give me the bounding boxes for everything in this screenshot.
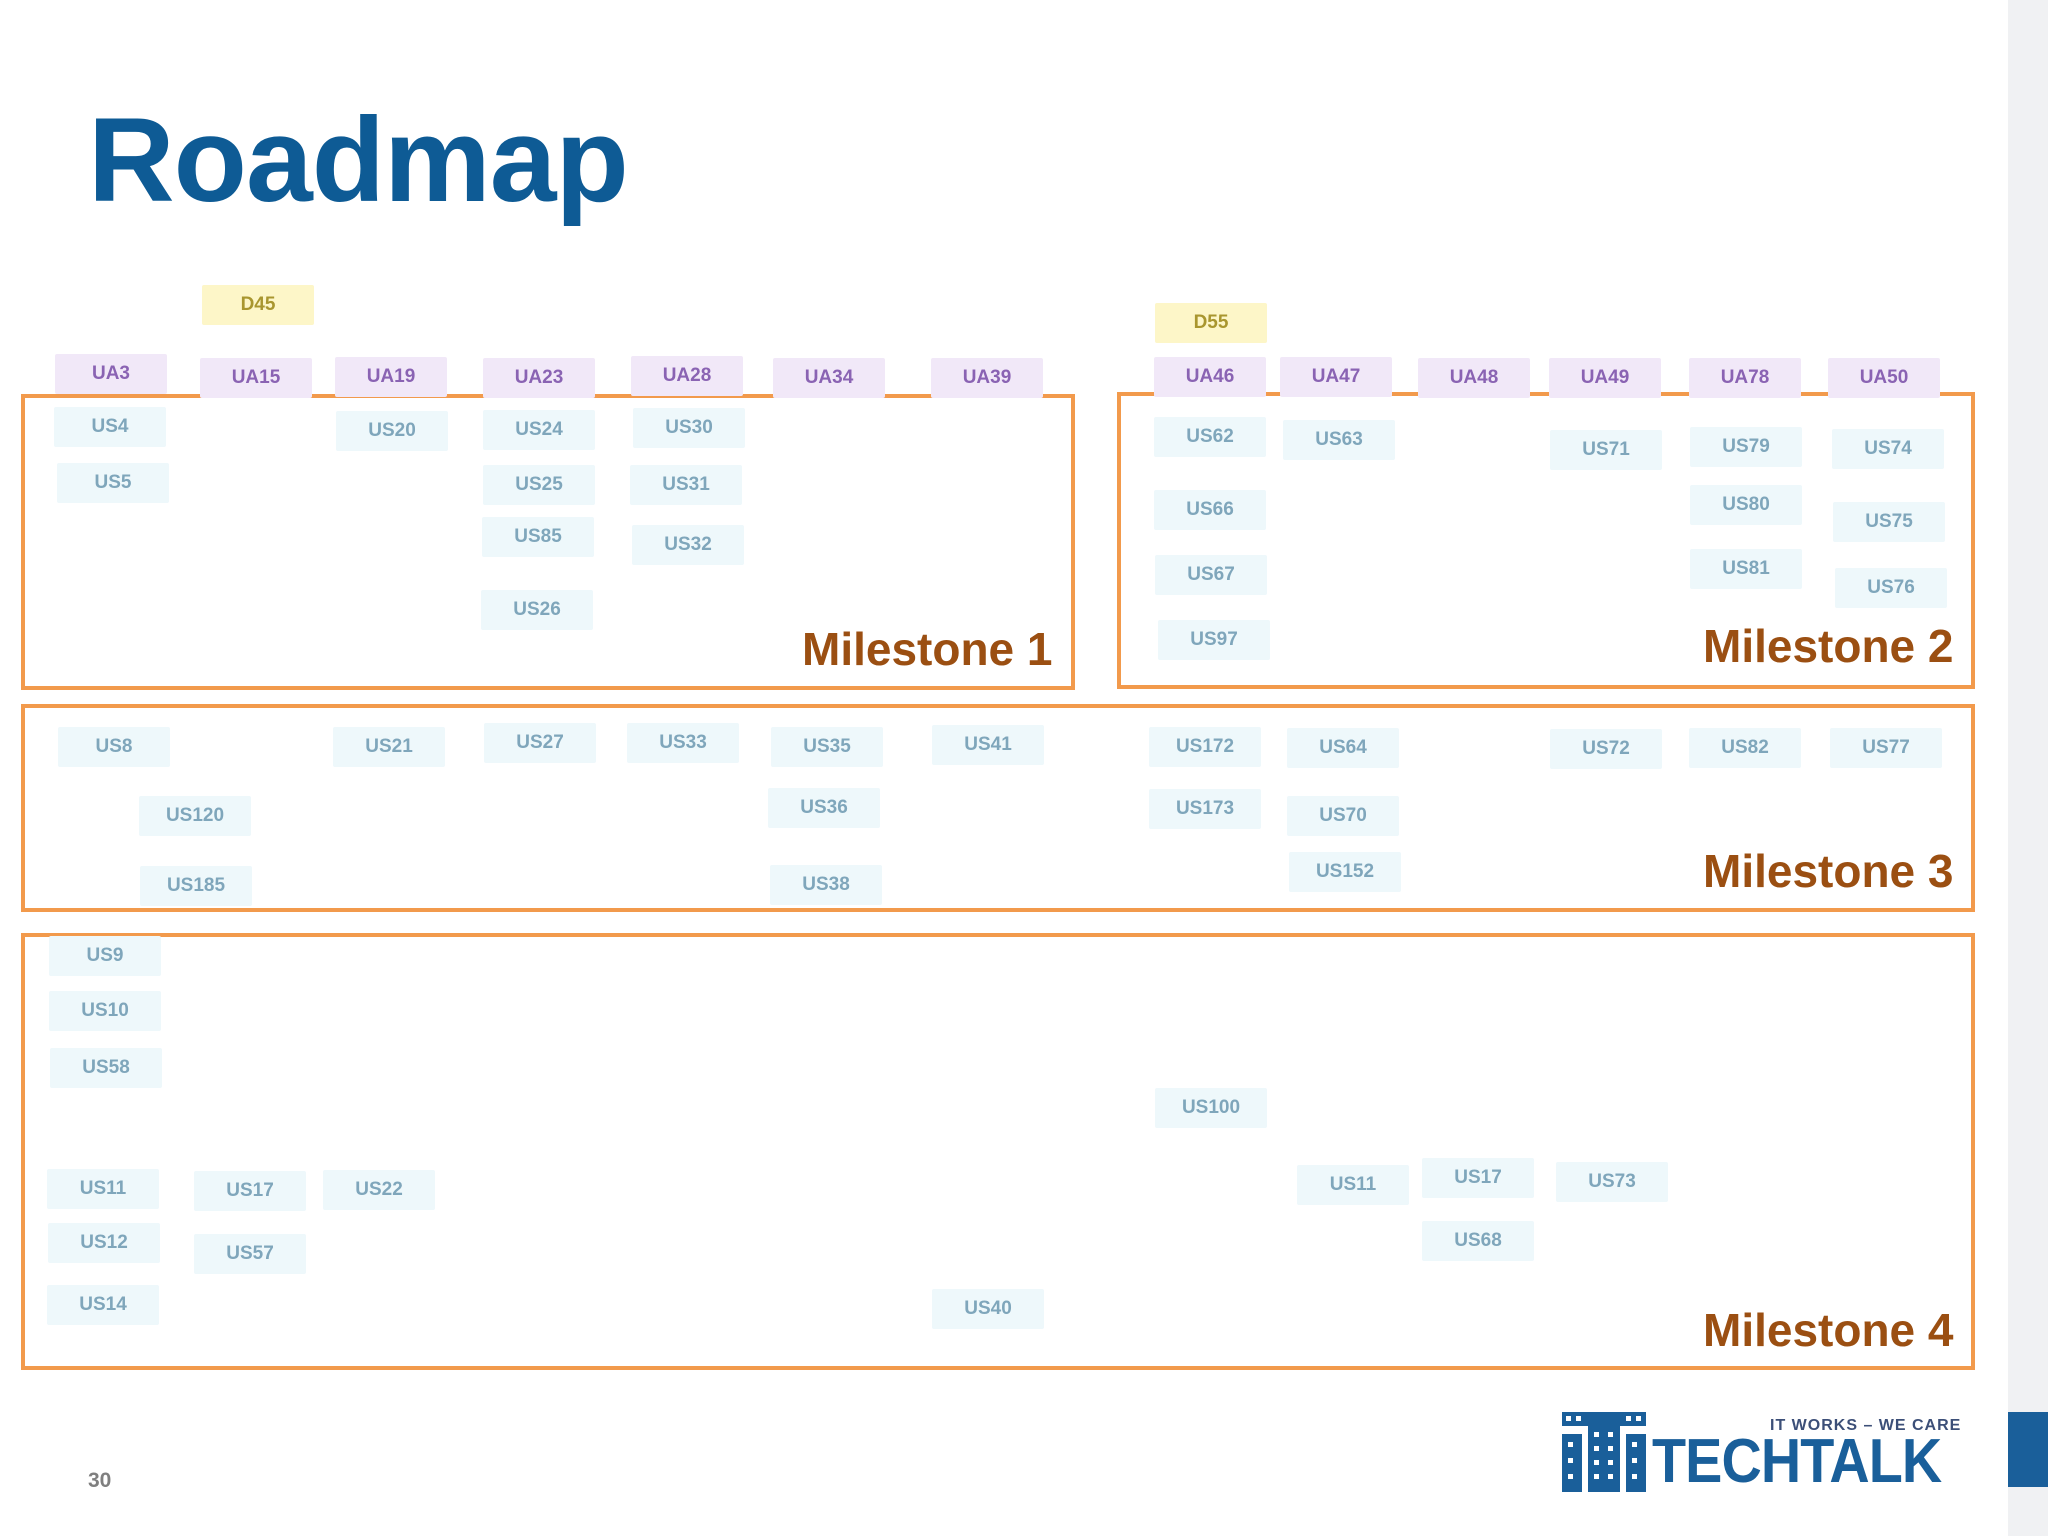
- milestone-4-box: [21, 933, 1975, 1370]
- activity-note: UA28: [631, 356, 743, 396]
- activity-note: UA15: [200, 358, 312, 398]
- activity-note: UA23: [483, 358, 595, 398]
- story-note: US173: [1149, 789, 1261, 829]
- story-note: US9: [49, 936, 161, 976]
- it-grid-logo-icon: [1562, 1412, 1646, 1492]
- activity-note: UA46: [1154, 357, 1266, 397]
- deliverable-note: D45: [202, 285, 314, 325]
- milestone-2-box: [1117, 392, 1975, 689]
- story-note: US79: [1690, 427, 1802, 467]
- activity-note: UA19: [335, 357, 447, 397]
- story-note: US172: [1149, 727, 1261, 767]
- page-number: 30: [88, 1469, 112, 1492]
- story-note: US63: [1283, 420, 1395, 460]
- story-note: US27: [484, 723, 596, 763]
- story-note: US72: [1550, 729, 1662, 769]
- story-note: US77: [1830, 728, 1942, 768]
- activity-note: UA3: [55, 354, 167, 394]
- story-note: US11: [47, 1169, 159, 1209]
- story-note: US14: [47, 1285, 159, 1325]
- story-note: US73: [1556, 1162, 1668, 1202]
- story-note: US8: [58, 727, 170, 767]
- story-note: US35: [771, 727, 883, 767]
- story-note: US68: [1422, 1221, 1534, 1261]
- story-note: US30: [633, 408, 745, 448]
- logo-tagline: IT WORKS – WE CARE: [1770, 1417, 1962, 1434]
- story-note: US57: [194, 1234, 306, 1274]
- right-edge-strip: [2008, 0, 2048, 1536]
- story-note: US21: [333, 727, 445, 767]
- story-note: US81: [1690, 549, 1802, 589]
- story-note: US67: [1155, 555, 1267, 595]
- activity-note: UA78: [1689, 358, 1801, 398]
- story-note: US4: [54, 407, 166, 447]
- story-note: US12: [48, 1223, 160, 1263]
- story-note: US33: [627, 723, 739, 763]
- story-note: US17: [1422, 1158, 1534, 1198]
- milestone-3-box: [21, 704, 1975, 912]
- story-note: US97: [1158, 620, 1270, 660]
- story-note: US70: [1287, 796, 1399, 836]
- story-note: US74: [1832, 429, 1944, 469]
- deliverable-note: D55: [1155, 303, 1267, 343]
- story-note: US10: [49, 991, 161, 1031]
- story-note: US20: [336, 411, 448, 451]
- story-note: US152: [1289, 852, 1401, 892]
- story-note: US185: [140, 866, 252, 906]
- activity-note: UA50: [1828, 358, 1940, 398]
- milestone-4-label: Milestone 4: [1703, 1304, 1954, 1356]
- story-note: US75: [1833, 502, 1945, 542]
- story-note: US62: [1154, 417, 1266, 457]
- activity-note: UA47: [1280, 357, 1392, 397]
- story-note: US25: [483, 465, 595, 505]
- story-note: US85: [482, 517, 594, 557]
- slide-title: Roadmap: [88, 93, 629, 227]
- story-note: US71: [1550, 430, 1662, 470]
- story-note: US41: [932, 725, 1044, 765]
- milestone-2-label: Milestone 2: [1703, 620, 1954, 672]
- story-note: US31: [630, 465, 742, 505]
- story-note: US22: [323, 1170, 435, 1210]
- story-note: US38: [770, 865, 882, 905]
- story-note: US26: [481, 590, 593, 630]
- story-note: US100: [1155, 1088, 1267, 1128]
- activity-note: UA39: [931, 358, 1043, 398]
- story-note: US58: [50, 1048, 162, 1088]
- story-note: US76: [1835, 568, 1947, 608]
- logo-wordmark: TECHTALK: [1652, 1427, 1942, 1496]
- milestone-1-label: Milestone 1: [802, 623, 1053, 675]
- story-note: US66: [1154, 490, 1266, 530]
- story-note: US120: [139, 796, 251, 836]
- story-note: US5: [57, 463, 169, 503]
- story-note: US64: [1287, 728, 1399, 768]
- story-note: US24: [483, 410, 595, 450]
- story-note: US11: [1297, 1165, 1409, 1205]
- story-note: US40: [932, 1289, 1044, 1329]
- milestone-3-label: Milestone 3: [1703, 845, 1954, 897]
- story-note: US36: [768, 788, 880, 828]
- activity-note: UA49: [1549, 358, 1661, 398]
- story-note: US17: [194, 1171, 306, 1211]
- story-note: US82: [1689, 728, 1801, 768]
- story-note: US80: [1690, 485, 1802, 525]
- right-edge-accent: [2008, 1412, 2048, 1487]
- activity-note: UA48: [1418, 358, 1530, 398]
- story-note: US32: [632, 525, 744, 565]
- activity-note: UA34: [773, 358, 885, 398]
